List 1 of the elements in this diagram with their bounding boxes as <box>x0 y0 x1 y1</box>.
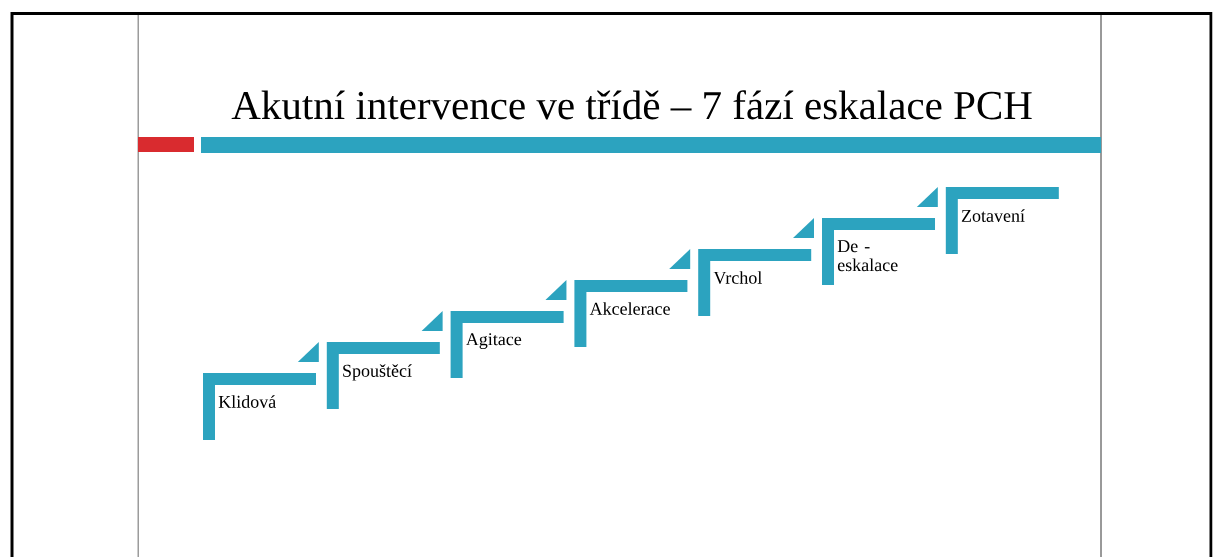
title: Akutní intervence ve třídě – 7 fází eskalace PCH <box>231 90 1032 120</box>
